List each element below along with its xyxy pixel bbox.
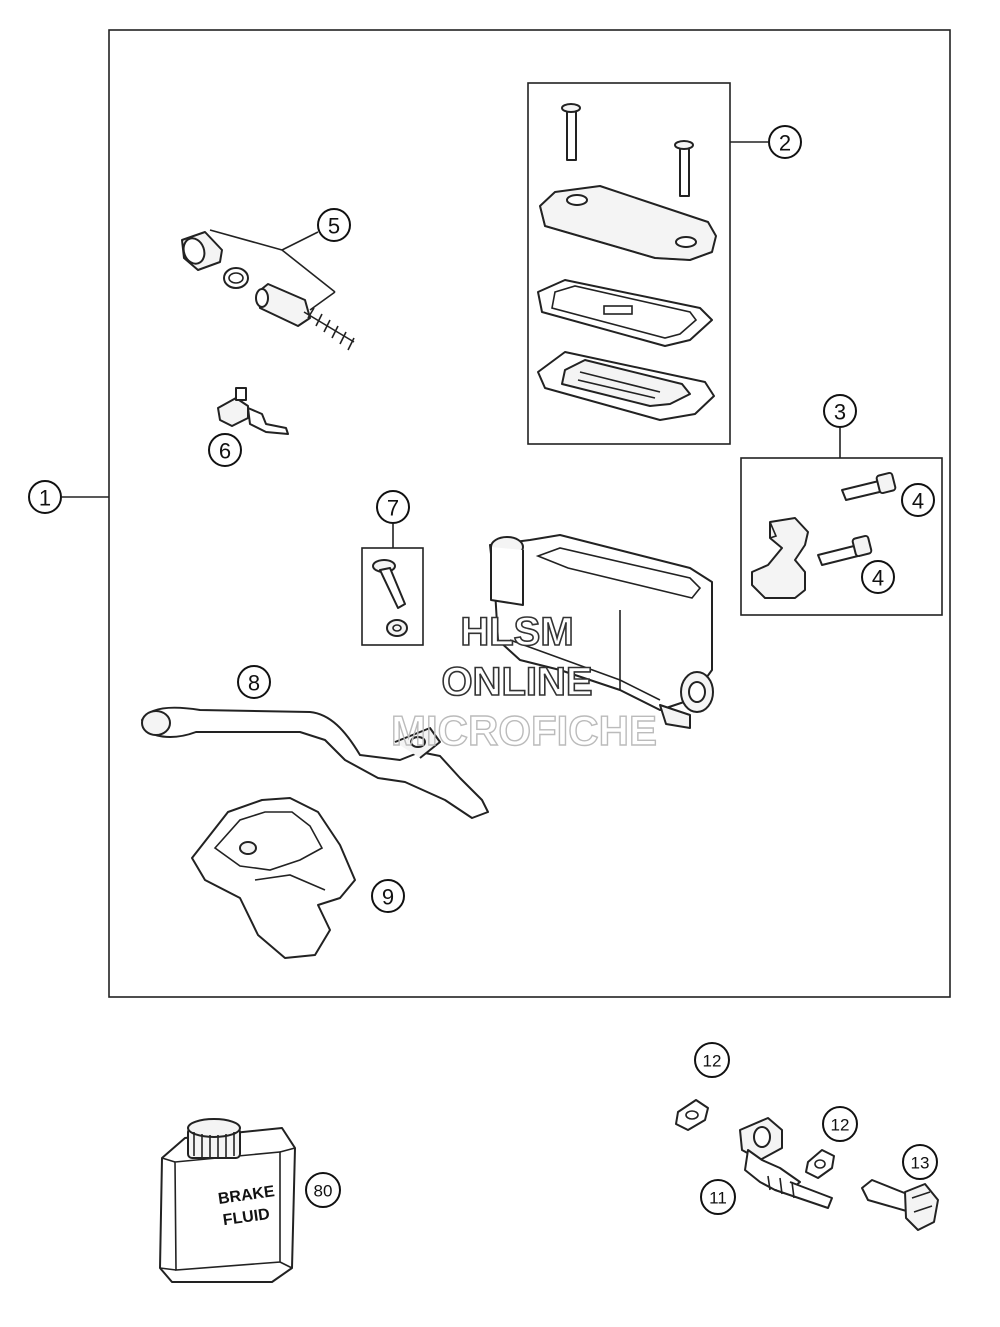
svg-text:7: 7 <box>387 496 399 521</box>
svg-text:13: 13 <box>911 1154 930 1173</box>
callout-9: 9 <box>371 879 405 913</box>
handlebar-clamp <box>751 471 897 599</box>
callout-2: 2 <box>768 125 802 159</box>
callout-80: 80 <box>305 1172 341 1208</box>
svg-text:4: 4 <box>872 566 884 591</box>
svg-text:8: 8 <box>248 671 260 696</box>
watermark-line2: ONLINE <box>441 660 592 704</box>
svg-text:12: 12 <box>703 1052 722 1071</box>
svg-text:6: 6 <box>219 439 231 464</box>
callout-4-upper: 4 <box>901 483 935 517</box>
brake-lever <box>141 706 489 819</box>
brake-fluid-can: BRAKE FLUID <box>159 1118 296 1283</box>
svg-text:5: 5 <box>328 214 340 239</box>
callout-12-upper: 12 <box>694 1042 730 1078</box>
watermark-line1: HLSM <box>460 610 573 654</box>
callout-4-lower: 4 <box>861 560 895 594</box>
svg-text:2: 2 <box>779 131 791 156</box>
can-label-fluid: FLUID <box>222 1206 271 1229</box>
watermark-line3: MICROFICHE <box>391 707 657 754</box>
clamp-kit-frame-3 <box>740 457 943 616</box>
svg-text:1: 1 <box>39 486 51 511</box>
callout-8: 8 <box>237 665 271 699</box>
svg-text:3: 3 <box>834 400 846 425</box>
watermark: HLSM ONLINE MICROFICHE <box>390 609 657 755</box>
callout-3: 3 <box>823 394 857 428</box>
adjust-screw <box>372 559 408 637</box>
svg-text:9: 9 <box>382 885 394 910</box>
svg-text:4: 4 <box>912 489 924 514</box>
cover-kit-frame-2 <box>527 82 731 445</box>
reservoir-cover-parts <box>537 103 717 421</box>
hose-banjo-parts <box>675 1099 939 1231</box>
lever-protector <box>191 797 356 959</box>
callout-7: 7 <box>376 490 410 524</box>
callout-13: 13 <box>902 1144 938 1180</box>
callout-6: 6 <box>208 433 242 467</box>
svg-text:11: 11 <box>709 1189 727 1208</box>
bleeder-screw <box>217 387 289 435</box>
svg-text:80: 80 <box>314 1182 333 1201</box>
callout-12-lower: 12 <box>822 1106 858 1142</box>
callout-11: 11 <box>700 1179 736 1215</box>
assembly-frame-1 <box>108 29 951 998</box>
piston-kit <box>181 229 355 351</box>
svg-text:12: 12 <box>831 1116 850 1135</box>
callout-1: 1 <box>28 480 62 514</box>
master-cylinder-body <box>489 534 714 729</box>
callout-5: 5 <box>317 208 351 242</box>
